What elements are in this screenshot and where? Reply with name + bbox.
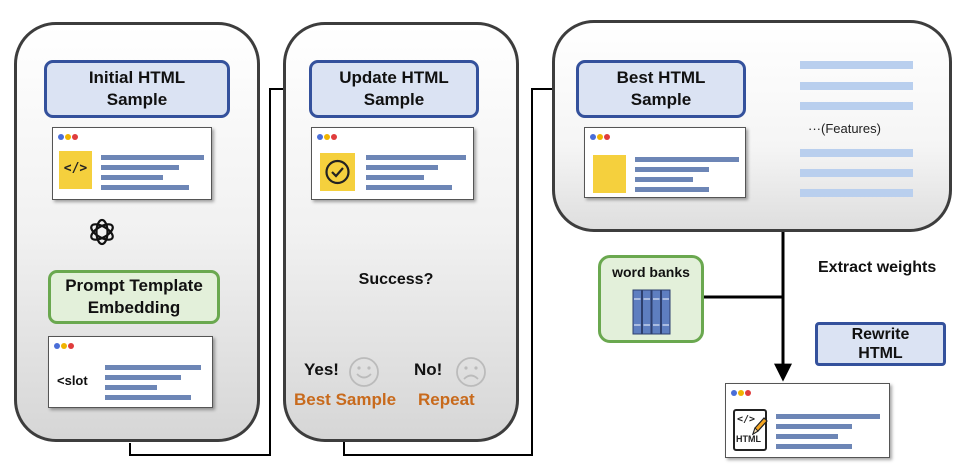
best-html-card xyxy=(584,127,746,198)
html-file-label: HTML xyxy=(736,434,761,444)
word-banks-box: word banks xyxy=(598,255,704,343)
no-label: No! xyxy=(414,360,443,379)
sad-face-icon xyxy=(456,357,486,387)
window-dot-blue xyxy=(317,134,323,140)
smile-face-icon xyxy=(349,357,379,387)
code-glyph: </> xyxy=(737,414,756,425)
text-line xyxy=(776,424,852,429)
code-glyph: </> xyxy=(63,161,88,176)
connector-panel1-panel2 xyxy=(129,83,301,456)
window-dot-yellow xyxy=(597,134,603,140)
window-dot-yellow xyxy=(738,390,744,396)
panel-best xyxy=(552,20,952,232)
pencil-icon xyxy=(751,417,768,436)
extract-weights-label: Extract weights xyxy=(818,259,937,276)
text-line xyxy=(105,385,157,390)
feature-bar xyxy=(800,61,913,69)
code-icon: </> xyxy=(59,151,92,189)
text-line xyxy=(366,175,424,180)
repeat-label: Repeat xyxy=(418,390,475,409)
window-dot-red xyxy=(604,134,610,140)
window-dot-red xyxy=(72,134,78,140)
text-line xyxy=(776,444,852,449)
rewritten-html-card: </> HTML xyxy=(725,383,890,458)
word-banks-label: word banks xyxy=(612,264,690,280)
best-sample-label: Best Sample xyxy=(294,390,397,409)
text-line xyxy=(105,365,201,370)
slot-text: <slot xyxy=(57,373,88,388)
rewrite-html-box: Rewrite HTML xyxy=(815,322,946,366)
text-line xyxy=(635,187,709,192)
initial-html-sample-box: Initial HTML Sample xyxy=(44,60,230,118)
text-line xyxy=(101,165,179,170)
openai-logo-icon xyxy=(90,218,114,246)
text-line xyxy=(635,167,709,172)
text-line xyxy=(776,434,838,439)
best-html-sample-box: Best HTML Sample xyxy=(576,60,746,118)
window-dot-yellow xyxy=(324,134,330,140)
placeholder-square-icon xyxy=(593,155,626,193)
text-line xyxy=(101,185,189,190)
update-html-card xyxy=(311,127,474,200)
text-line xyxy=(366,155,466,160)
text-line xyxy=(366,165,438,170)
feature-bar xyxy=(800,189,913,197)
html-file-icon: </> HTML xyxy=(733,409,768,451)
text-line xyxy=(105,395,191,400)
feature-bar xyxy=(800,169,913,177)
window-dot-red xyxy=(745,390,751,396)
yes-label: Yes! xyxy=(304,360,339,379)
books-icon xyxy=(632,289,671,335)
update-html-sample-box: Update HTML Sample xyxy=(309,60,479,118)
text-line xyxy=(635,157,739,162)
slot-html-card: <slot xyxy=(48,336,213,408)
text-line xyxy=(101,175,163,180)
window-dot-blue xyxy=(731,390,737,396)
window-dot-red xyxy=(68,343,74,349)
text-line xyxy=(105,375,181,380)
window-dot-blue xyxy=(54,343,60,349)
feature-bar xyxy=(800,82,913,90)
prompt-template-box: Prompt Template Embedding xyxy=(48,270,220,324)
window-dot-blue xyxy=(590,134,596,140)
feature-bar xyxy=(800,102,913,110)
window-dot-red xyxy=(331,134,337,140)
text-line xyxy=(101,155,204,160)
window-dot-yellow xyxy=(61,343,67,349)
initial-html-card: </> xyxy=(52,127,212,200)
text-line xyxy=(366,185,452,190)
features-label: ···(Features) xyxy=(808,121,881,136)
decision-label: Success? xyxy=(358,271,434,288)
text-line xyxy=(635,177,693,182)
feature-bar xyxy=(800,149,913,157)
window-dot-yellow xyxy=(65,134,71,140)
checkmark-icon xyxy=(320,153,355,191)
text-line xyxy=(776,414,880,419)
window-dot-blue xyxy=(58,134,64,140)
